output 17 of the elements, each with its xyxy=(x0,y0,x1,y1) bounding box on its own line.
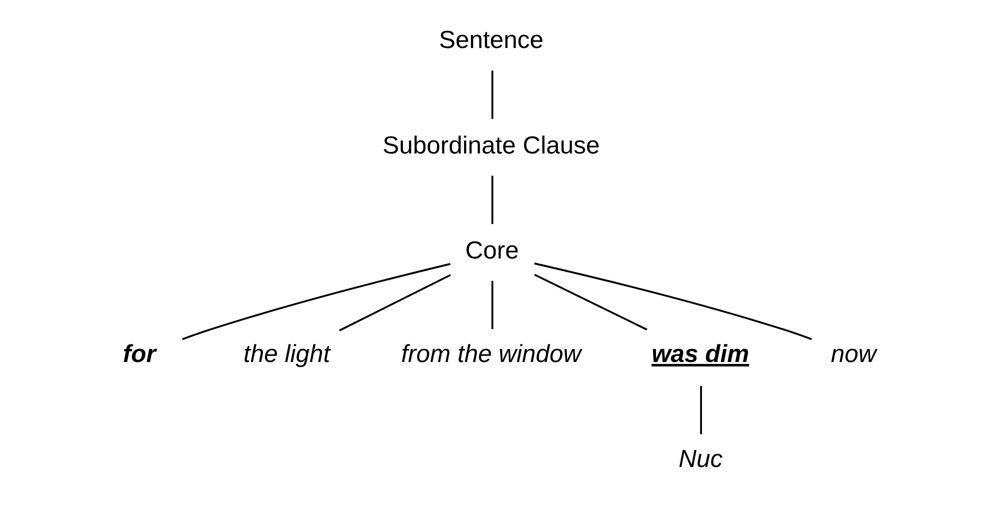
node-text: Nuc xyxy=(678,446,723,474)
node-text: was dim xyxy=(652,340,750,368)
connector xyxy=(491,70,494,119)
node-text: for xyxy=(122,340,156,368)
connector xyxy=(491,176,494,224)
node-text: now xyxy=(830,340,876,368)
connector xyxy=(182,263,450,340)
connector xyxy=(491,280,494,330)
connector xyxy=(700,386,702,434)
node-text: the light xyxy=(243,340,330,368)
connector xyxy=(534,262,812,340)
node-text: Subordinate Clause xyxy=(382,132,600,160)
node-text: Core xyxy=(465,237,519,264)
node-text: Sentence xyxy=(439,27,544,54)
connector xyxy=(534,274,648,330)
node-text: from the window xyxy=(401,340,582,368)
connector xyxy=(339,274,451,332)
